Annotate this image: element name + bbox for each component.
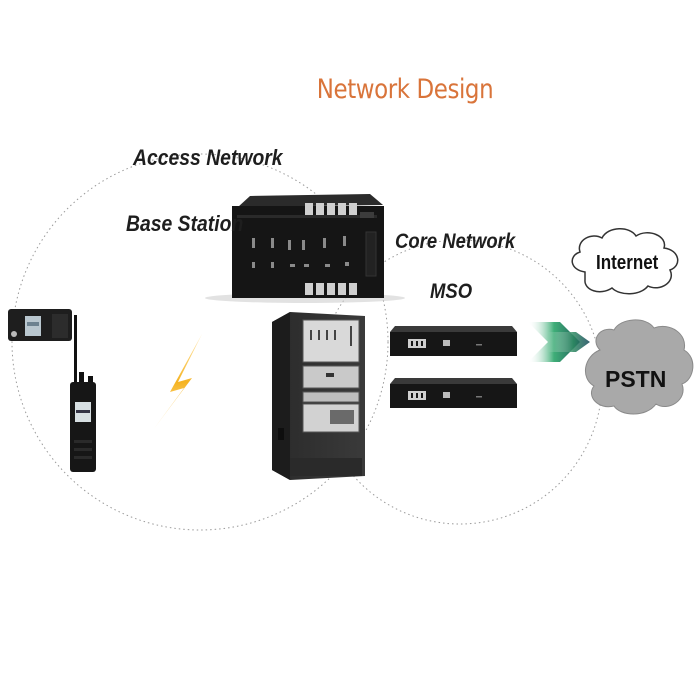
base-station-chassis [205, 194, 405, 303]
diagram-title: Network Design [316, 74, 494, 105]
mobile-radio [8, 309, 72, 341]
core-network-label: Core Network [395, 230, 516, 253]
mso-unit-2 [390, 378, 517, 408]
access-network-label: Access Network [133, 145, 283, 170]
lightning-bolt-icon [153, 334, 202, 430]
access-network-boundary [11, 153, 389, 531]
pstn-cloud-icon [585, 319, 694, 415]
base-station-label: Base Station [126, 211, 244, 236]
arrow-to-clouds-icon [528, 322, 590, 362]
mso-label: MSO [430, 280, 473, 303]
handheld-radio [70, 315, 96, 472]
pstn-label: PSTN [605, 366, 667, 392]
mso-unit-1 [390, 326, 517, 356]
base-station-cabinet [272, 312, 365, 480]
internet-cloud-icon [571, 228, 679, 295]
internet-label: Internet [596, 252, 659, 274]
